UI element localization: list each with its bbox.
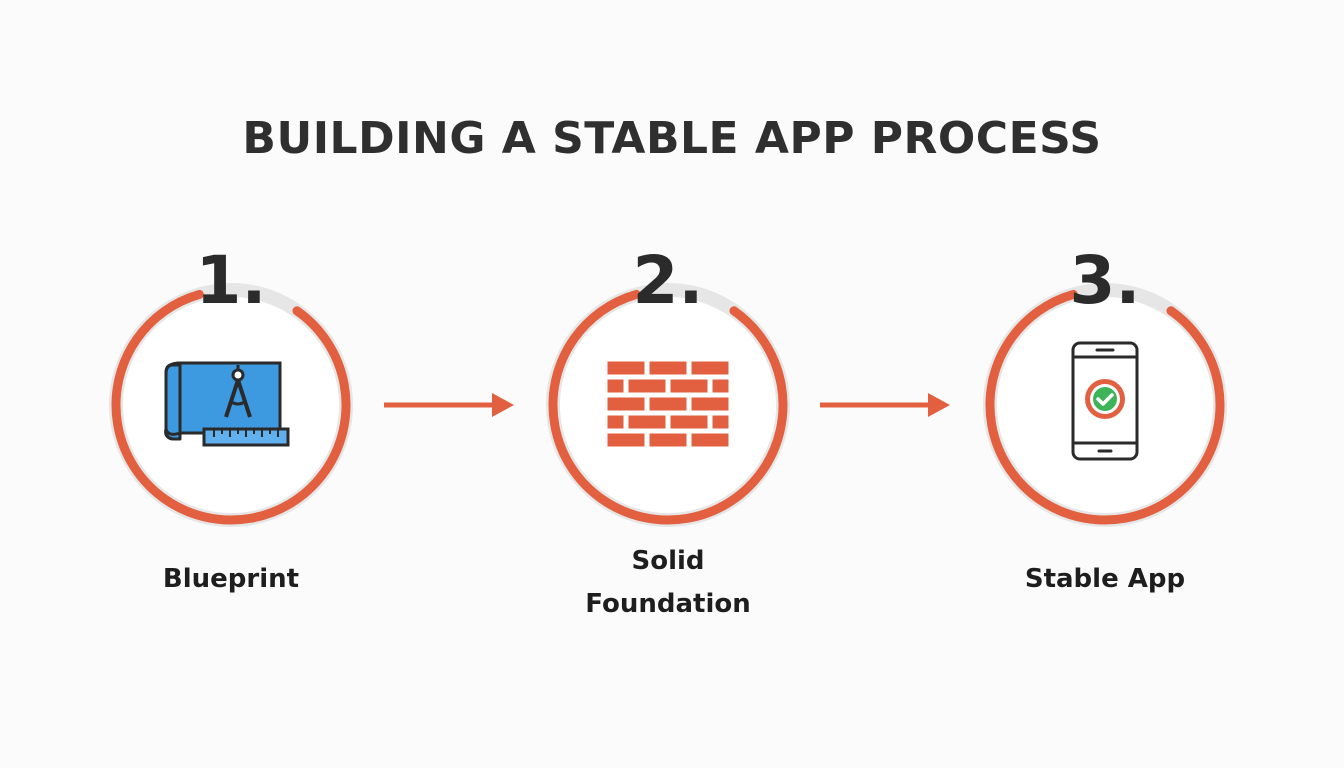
arrow-right-icon [820, 393, 950, 417]
step-label-solid-foundation: Solid Foundation [585, 546, 751, 619]
step-3: 3. [980, 242, 1230, 527]
arrow-right-icon [384, 393, 514, 417]
step-label-blueprint: Blueprint [162, 564, 300, 594]
step-number: 1. [195, 242, 267, 319]
step-number: 3. [1069, 242, 1141, 319]
brick-wall-icon [604, 358, 732, 450]
diagram-title: BUILDING A STABLE APP PROCESS [242, 113, 1102, 164]
step-number: 2. [632, 242, 704, 319]
step-1: 1. [106, 242, 356, 527]
step-label-stable-app: Stable App [1024, 564, 1186, 594]
blueprint-icon [164, 361, 290, 447]
step-2: 2. [543, 242, 793, 527]
smartphone-check-icon [1071, 341, 1139, 461]
